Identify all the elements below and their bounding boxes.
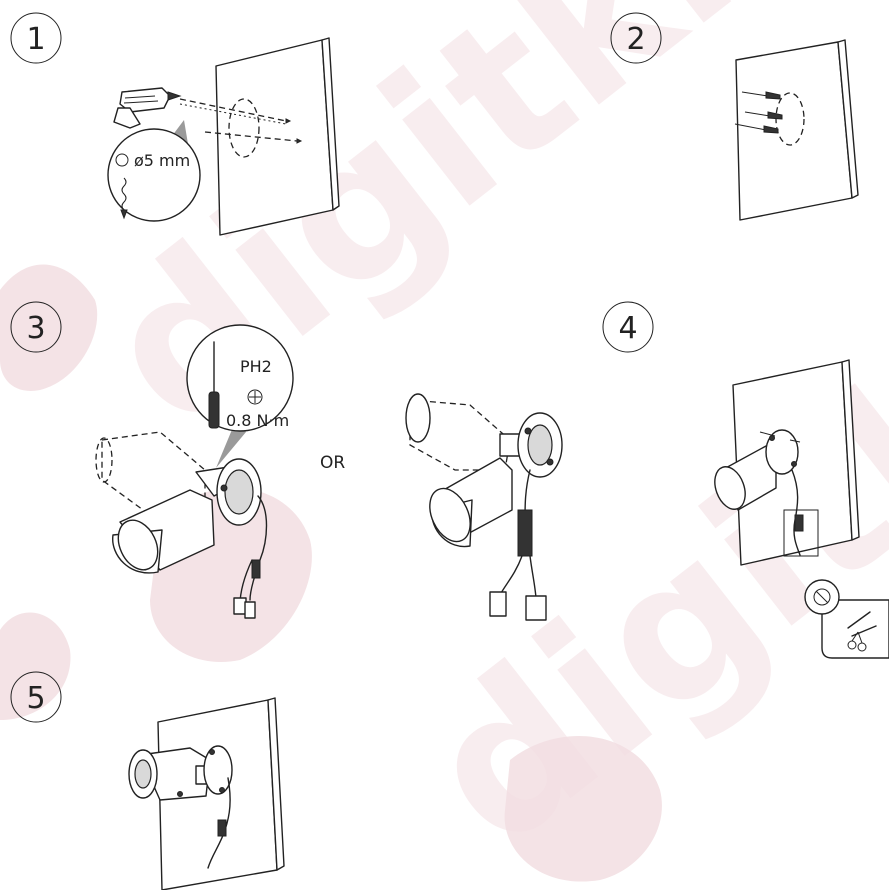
step-2-number: 2 bbox=[626, 22, 645, 57]
drill-size-label: ø5 mm bbox=[134, 151, 190, 170]
bit-type-label: PH2 bbox=[240, 357, 272, 376]
drill-icon bbox=[114, 88, 180, 128]
step-1-number: 1 bbox=[26, 22, 45, 57]
step-5-number: 5 bbox=[26, 681, 45, 716]
wall-panel-1 bbox=[216, 38, 339, 235]
torque-label: 0.8 N·m bbox=[226, 411, 289, 430]
camera-variant-b bbox=[406, 394, 562, 548]
phillips-head-icon bbox=[248, 390, 262, 404]
step-4-number: 4 bbox=[618, 311, 637, 346]
or-label: OR bbox=[320, 453, 345, 473]
camera-mounted-5 bbox=[129, 746, 232, 800]
wall-panel-2 bbox=[736, 40, 858, 220]
step-3-number: 3 bbox=[26, 311, 45, 346]
step-5: 5 bbox=[11, 672, 284, 890]
step-1: 1 ø5 mm bbox=[11, 13, 339, 235]
